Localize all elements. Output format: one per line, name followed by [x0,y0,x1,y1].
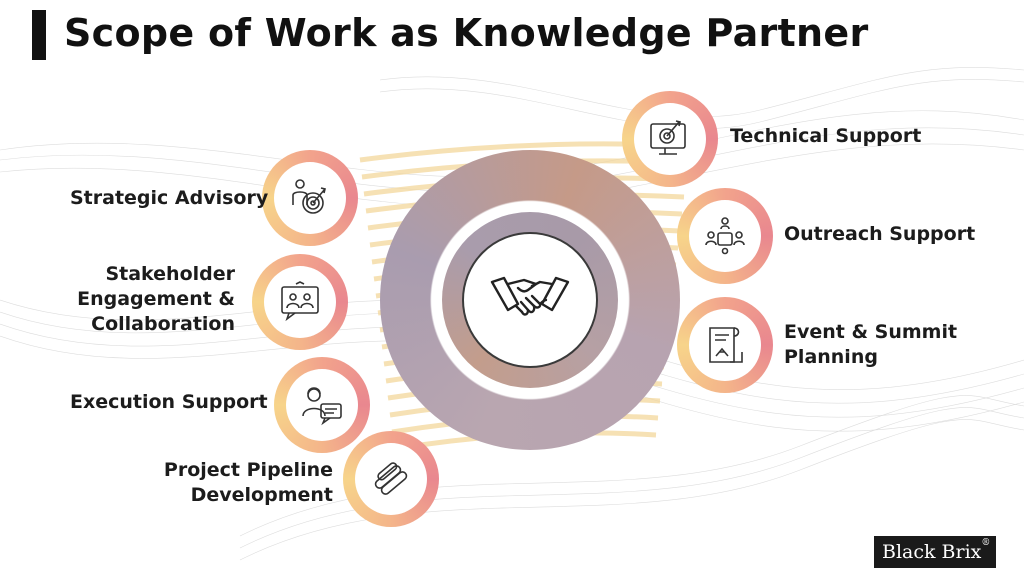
people-network-icon [705,217,745,255]
handshake-icon [462,232,598,368]
center-rings [380,150,680,450]
label-line: Collaboration [91,313,235,335]
logo-text: Black Brix [882,541,982,563]
target-person-icon [292,179,326,214]
label-outreach-support: Outreach Support [784,222,975,247]
label-line: Engagement & [77,288,235,310]
page-title: Scope of Work as Knowledge Partner [64,11,869,55]
support-chat-icon [302,387,342,426]
label-line: Event & Summit [784,321,958,343]
brand-logo: Black Brix® [874,536,996,568]
node-project-pipeline [343,431,439,527]
label-line: Stakeholder [105,263,235,285]
label-execution-support: Execution Support [70,390,268,415]
label-line: Outreach Support [784,223,976,245]
label-line: Development [190,484,333,506]
label-line: Planning [784,346,878,368]
event-scroll-icon [709,327,743,363]
label-line: Technical Support [730,125,922,147]
monitor-target-icon [650,120,686,155]
pipeline-icon [374,462,408,495]
node-strategic-advisory [262,150,358,246]
label-line: Strategic Advisory [70,187,269,209]
node-stakeholder-engagement [252,254,348,350]
registered-mark: ® [981,538,991,548]
collaboration-icon [281,281,319,322]
node-execution-support [274,357,370,453]
node-outreach-support [677,188,773,284]
label-line: Execution Support [70,391,268,413]
label-technical-support: Technical Support [730,124,921,149]
title-accent-bar [32,10,46,60]
label-stakeholder-engagement: Stakeholder Engagement & Collaboration [70,262,235,337]
label-event-summit: Event & Summit Planning [784,320,957,370]
node-event-summit [677,297,773,393]
node-technical-support [622,91,718,187]
label-project-pipeline: Project Pipeline Development [150,458,333,508]
label-strategic-advisory: Strategic Advisory [70,186,269,211]
label-line: Project Pipeline [163,459,333,481]
